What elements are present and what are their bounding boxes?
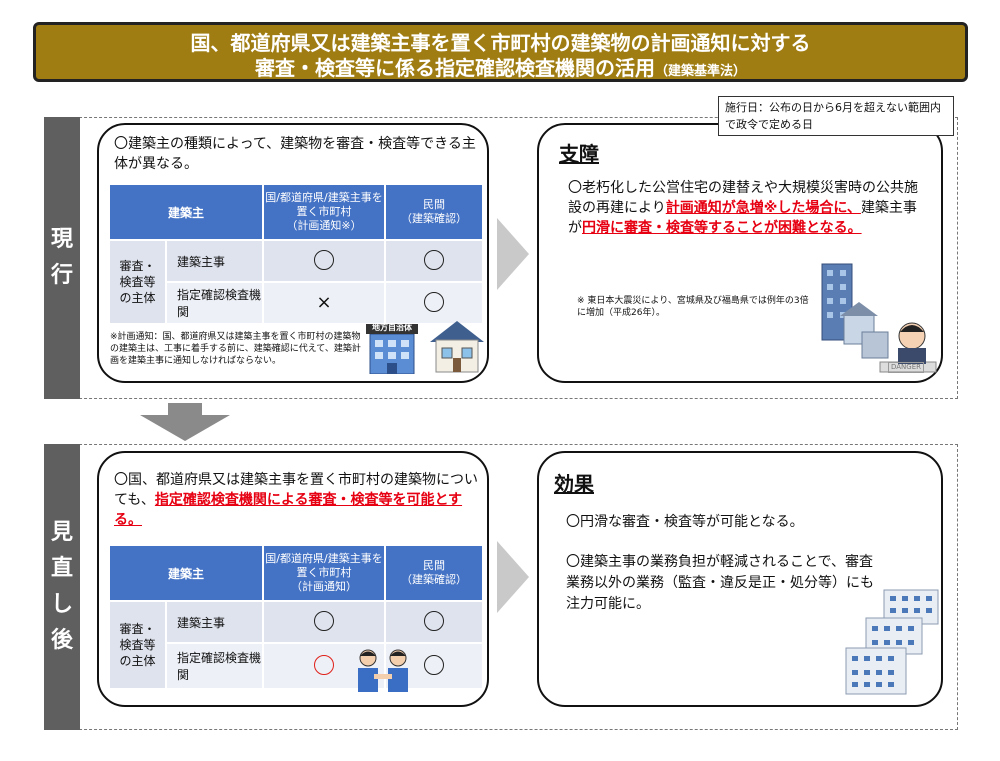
obstacle-heading: 支障: [559, 142, 599, 166]
title-line-2: 審査・検査等に係る指定確認検査機関の活用（建築基準法）: [254, 56, 746, 80]
current-intro: 〇建築主の種類によって、建築物を審査・検査等できる主体が異なる。: [114, 136, 476, 172]
municipal-building-icon: [366, 324, 418, 374]
aging-apartments-icon: [821, 263, 937, 373]
circle-mark: [314, 610, 334, 631]
row-label-chief: 建築主事: [167, 602, 262, 642]
current-table: 建築主 国/都道府県/建築主事を置く市町村（計画通知※） 民間（建築確認） 審査…: [108, 183, 484, 325]
arrow-right-icon: [497, 218, 529, 290]
row-group-label: 審査・検査等の主体: [110, 241, 165, 323]
house-icon: [430, 321, 484, 373]
row-label-chief: 建築主事: [167, 241, 262, 281]
title-banner: 国、都道府県又は建築主事を置く市町村の建築物の計画通知に対する 審査・検査等に係…: [33, 22, 968, 82]
current-footnote: ※計画通知：国、都道府県又は建築主事を置く市町村の建築物の建築主は、工事に着手す…: [110, 332, 361, 366]
circle-mark: [424, 249, 444, 270]
row-group-label: 審査・検査等の主体: [110, 602, 165, 688]
officials-handshake-icon: [358, 649, 408, 692]
current-label: 現 行: [44, 117, 80, 399]
circle-mark: [424, 610, 444, 631]
cell-gov-chief: [264, 602, 384, 642]
row-label-agency: 指定確認検査機関: [167, 283, 262, 323]
effect-heading: 効果: [554, 472, 594, 496]
title-law-name: （建築基準法）: [654, 64, 746, 79]
danger-badge: DANGER: [888, 362, 925, 373]
cell-private-agency: [386, 283, 482, 323]
circle-mark: [424, 654, 444, 675]
municipal-sign-text: 地方自治体: [372, 323, 412, 332]
header-gov: 国/都道府県/建築主事を置く市町村（計画通知）: [264, 546, 384, 600]
revised-table: 建築主 国/都道府県/建築主事を置く市町村（計画通知） 民間（建築確認） 審査・…: [108, 544, 484, 690]
header-private: 民間（建築確認）: [386, 185, 482, 239]
cross-mark: ×: [316, 292, 332, 313]
obstacle-text: 〇老朽化した公営住宅の建替えや大規模災害時の公共施設の再建により計画通知が急増※…: [568, 180, 918, 236]
circle-mark: [424, 291, 444, 312]
cell-gov-chief: [264, 241, 384, 281]
effect-bullet-2: 〇建築主事の業務負担が軽減されることで、審査業務以外の業務（監査・違反是正・処分…: [566, 554, 874, 612]
red-circle-mark: [314, 654, 334, 675]
circle-mark: [314, 249, 334, 270]
cell-private-chief: [386, 241, 482, 281]
header-gov: 国/都道府県/建築主事を置く市町村（計画通知※）: [264, 185, 384, 239]
arrow-right-icon: [497, 541, 529, 613]
row-label-agency: 指定確認検査機関: [167, 644, 262, 688]
cell-gov-agency: ×: [264, 283, 384, 323]
arrow-down-icon: [140, 403, 230, 441]
effect-bullet-1: 〇円滑な審査・検査等が可能となる。: [566, 514, 804, 530]
revised-label: 見 直 し 後: [44, 444, 80, 730]
apartment-blocks-icon: [845, 589, 939, 695]
obstacle-footnote: ※ 東日本大震災により、宮城県及び福島県では例年の3倍に増加（平成26年）。: [577, 296, 809, 318]
effective-date-note: 施行日：公布の日から6月を超えない範囲内で政令で定める日: [718, 96, 954, 136]
revised-intro: 〇国、都道府県又は建築主事を置く市町村の建築物についても、指定確認検査機関による…: [114, 472, 478, 528]
header-private: 民間（建築確認）: [386, 546, 482, 600]
cell-private-chief: [386, 602, 482, 642]
header-owner: 建築主: [110, 185, 262, 239]
title-line-1: 国、都道府県又は建築主事を置く市町村の建築物の計画通知に対する: [190, 31, 811, 55]
header-owner: 建築主: [110, 546, 262, 600]
